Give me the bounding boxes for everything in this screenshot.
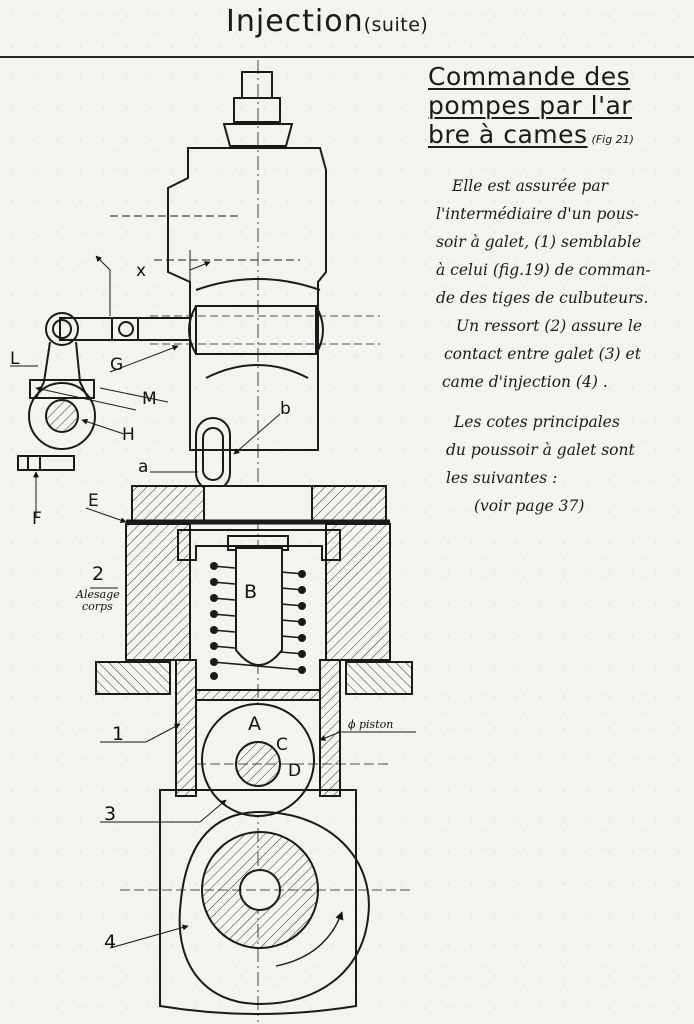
tappet-wall-right [319, 659, 341, 797]
label-1: 1 [112, 723, 124, 745]
text-line: Elle est assurée par [452, 177, 608, 195]
page-title-main: Injection [226, 4, 364, 39]
screw-f [17, 455, 75, 471]
text-line: came d'injection (4) . [442, 373, 608, 391]
lower-housing [159, 789, 357, 1015]
clamp-ring [28, 382, 96, 450]
page-title: Injection(suite) [226, 4, 428, 39]
text-line: de des tiges de culbuteurs. [436, 289, 649, 307]
label-e: E [88, 491, 99, 511]
nut-base [222, 123, 294, 147]
label-corps: corps [82, 600, 113, 613]
label-4: 4 [104, 931, 116, 953]
label-b: b [280, 399, 291, 419]
label-alesage: Alesage [75, 588, 120, 601]
upper-body [167, 147, 327, 451]
heading-line-2: pompes par l'ar [428, 91, 633, 120]
stud [241, 71, 273, 99]
text-line: du poussoir à galet sont [446, 441, 635, 459]
text-line: Les cotes principales [454, 413, 620, 431]
paragraph-description: Elle est assurée par l'intermédiaire d'u… [436, 172, 694, 396]
label-tappet-a: A [248, 713, 261, 735]
nut [233, 97, 281, 123]
label-h: H [122, 425, 135, 445]
label-f: F [32, 509, 42, 529]
label-3: 3 [104, 803, 116, 825]
text-line: soir à galet, (1) semblable [436, 233, 642, 251]
title-rule [0, 56, 694, 58]
label-m: M [142, 389, 157, 409]
leader-lines [10, 215, 416, 949]
mount-right [345, 661, 413, 695]
text-line: Un ressort (2) assure le [456, 317, 643, 335]
cross-shaft [195, 305, 317, 355]
text-line: (voir page 37) [474, 497, 585, 515]
label-plunger-b: B [244, 581, 257, 603]
figure-reference: (Fig 21) [591, 133, 634, 146]
label-2: 2 [92, 563, 104, 585]
plunger [235, 547, 283, 666]
pump-body-left [125, 523, 191, 661]
spring-cup [177, 529, 341, 561]
text-line: les suivantes : [446, 469, 558, 487]
label-d: D [288, 761, 301, 781]
label-a: a [138, 457, 148, 477]
text-line: contact entre galet (3) et [444, 345, 641, 363]
text-line: l'intermédiaire d'un pous- [436, 205, 639, 223]
pump-body-right [325, 523, 391, 661]
rotation-arrow [275, 911, 344, 967]
mount-left [95, 661, 171, 695]
lever-pivot [45, 312, 79, 346]
label-c: C [276, 735, 288, 755]
label-piston: ϕ piston [348, 718, 393, 731]
label-g: G [110, 355, 123, 375]
text-line: à celui (fig.19) de comman- [436, 261, 651, 279]
page-title-suffix: (suite) [363, 14, 429, 36]
body-arc [195, 278, 321, 291]
cam [178, 810, 370, 1006]
tappet-wall-left [175, 659, 197, 797]
paragraph-dimensions: Les cotes principales du poussoir à gale… [436, 408, 694, 520]
body-arc-lower [205, 364, 309, 379]
heading-line-1: Commande des [428, 62, 631, 91]
label-x: x [136, 261, 146, 281]
heading-line-3: bre à cames [428, 120, 588, 149]
label-l: L [10, 349, 20, 369]
technical-drawing: x G L M H b a E F B A C D 2 1 3 4 Alesag… [10, 60, 416, 1022]
section-heading: Commande des pompes par l'ar bre à cames… [428, 62, 694, 154]
